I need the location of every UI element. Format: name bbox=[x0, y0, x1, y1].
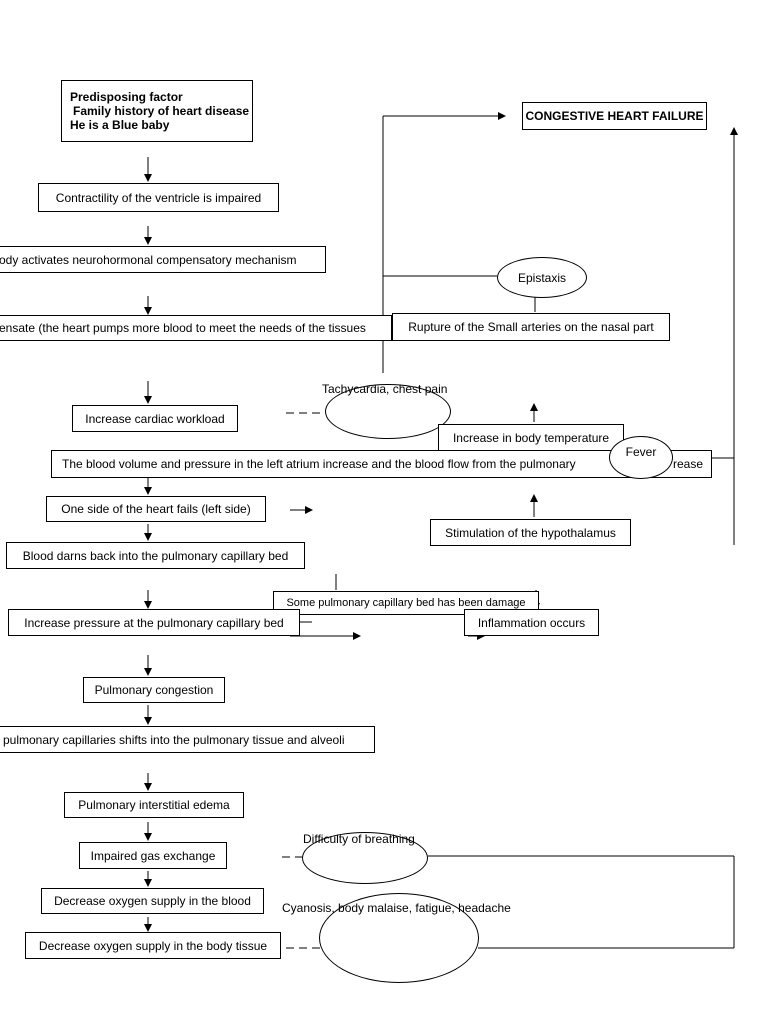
cyanosis-ellipse bbox=[319, 893, 479, 983]
fever-ellipse: Fever bbox=[609, 436, 673, 479]
one-side-fails-box: One side of the heart fails (left side) bbox=[46, 496, 266, 522]
epistaxis-ellipse: Epistaxis bbox=[497, 257, 587, 298]
predisposing-line1: Family history of heart disease bbox=[73, 104, 250, 118]
predisposing-line2: He is a Blue baby bbox=[70, 118, 170, 132]
blood-volume-box: The blood volume and pressure in the lef… bbox=[51, 450, 712, 478]
pressure-capillary-box: Increase pressure at the pulmonary capil… bbox=[8, 609, 300, 636]
gas-exchange-box: Impaired gas exchange bbox=[79, 842, 227, 869]
breathing-ellipse bbox=[302, 832, 428, 884]
blood-darns-box: Blood darns back into the pulmonary capi… bbox=[6, 542, 305, 569]
blood-volume-tail: rease bbox=[673, 457, 704, 471]
body-temperature-box: Increase in body temperature bbox=[438, 424, 624, 451]
congestive-heart-failure-box: CONGESTIVE HEART FAILURE bbox=[522, 102, 707, 130]
oxygen-blood-box: Decrease oxygen supply in the blood bbox=[41, 888, 264, 914]
predisposing-title: Predisposing factor bbox=[70, 90, 183, 104]
tachycardia-label: Tachycardia, chest pain bbox=[322, 382, 448, 396]
rupture-box: Rupture of the Small arteries on the nas… bbox=[392, 313, 670, 341]
breathing-label: Difficulty of breathing bbox=[303, 832, 415, 846]
inflammation-box: Inflammation occurs bbox=[464, 609, 599, 636]
oxygen-tissue-box: Decrease oxygen supply in the body tissu… bbox=[25, 932, 281, 959]
capillaries-shift-box: pulmonary capillaries shifts into the pu… bbox=[0, 726, 375, 753]
contractility-box: Contractility of the ventricle is impair… bbox=[38, 183, 279, 212]
predisposing-factor-box: Predisposing factor Family history of he… bbox=[61, 80, 253, 142]
compensate-box: ensate (the heart pumps more blood to me… bbox=[0, 315, 392, 341]
cardiac-workload-box: Increase cardiac workload bbox=[72, 405, 238, 432]
pulmonary-congestion-box: Pulmonary congestion bbox=[83, 677, 225, 703]
cyanosis-label: Cyanosis, body malaise, fatigue, headach… bbox=[282, 901, 511, 915]
neurohormonal-box: ody activates neurohormonal compensatory… bbox=[0, 246, 326, 273]
hypothalamus-box: Stimulation of the hypothalamus bbox=[430, 519, 631, 546]
interstitial-edema-box: Pulmonary interstitial edema bbox=[64, 792, 244, 818]
tachycardia-ellipse bbox=[325, 384, 451, 439]
